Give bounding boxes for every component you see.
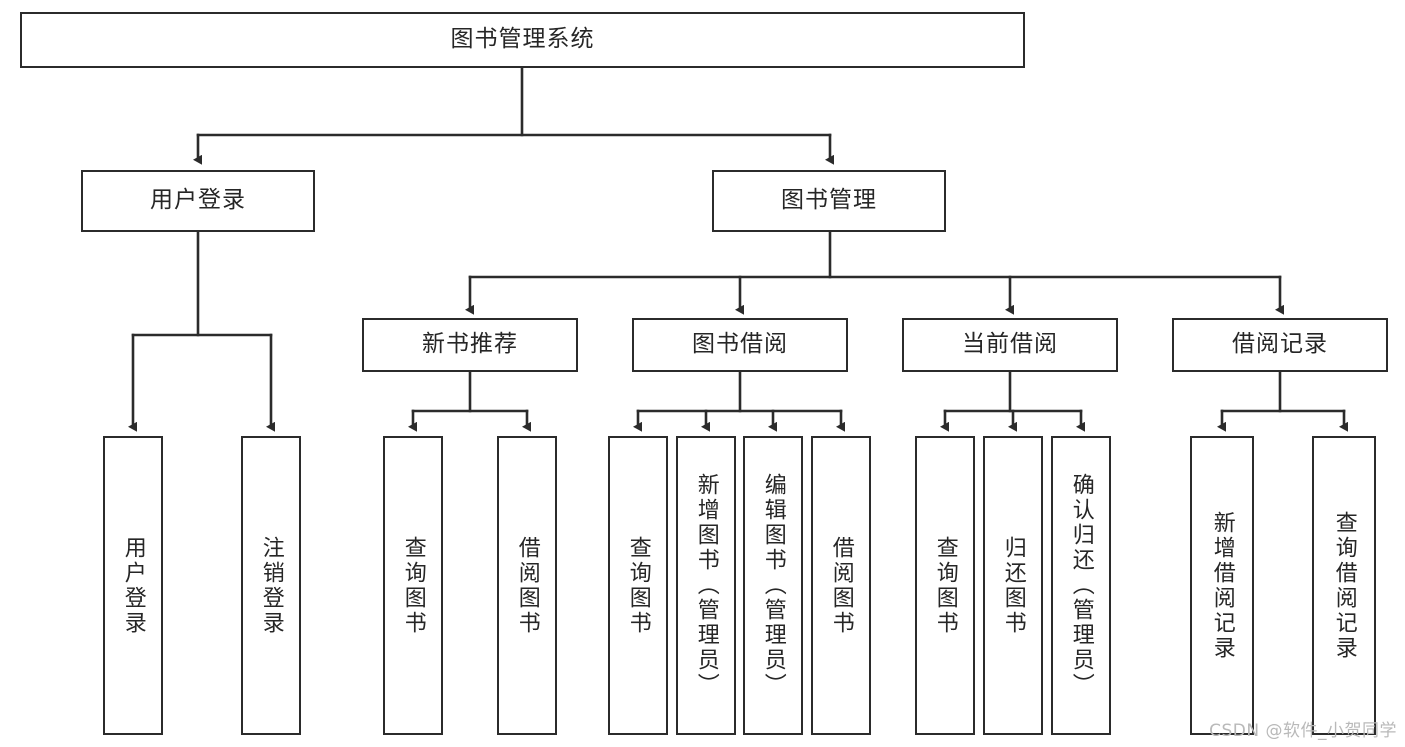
node-label: 归还图书 (1000, 535, 1026, 636)
node-label: 新增借阅记录 (1209, 510, 1235, 661)
node-label: 查询图书 (625, 535, 651, 636)
node-root-system[interactable]: 图书管理系统 (20, 12, 1025, 68)
leaf-confirm-return-admin[interactable]: 确认归还（管理员） (1051, 436, 1111, 735)
leaf-query-borrow-record[interactable]: 查询借阅记录 (1312, 436, 1376, 735)
leaf-query-book-current[interactable]: 查询图书 (915, 436, 975, 735)
node-borrow-record[interactable]: 借阅记录 (1172, 318, 1388, 372)
node-label: 查询图书 (932, 535, 958, 636)
node-new-book-recommend[interactable]: 新书推荐 (362, 318, 578, 372)
node-current-borrow[interactable]: 当前借阅 (902, 318, 1118, 372)
node-label: 借阅图书 (514, 535, 540, 636)
node-label: 新书推荐 (422, 331, 518, 358)
node-book-borrow[interactable]: 图书借阅 (632, 318, 848, 372)
node-label: 当前借阅 (962, 331, 1058, 358)
node-label: 新增图书（管理员） (693, 473, 719, 698)
node-label: 借阅记录 (1232, 331, 1328, 358)
leaf-return-book[interactable]: 归还图书 (983, 436, 1043, 735)
node-label: 图书管理系统 (450, 26, 595, 53)
node-label: 图书管理 (781, 187, 877, 214)
node-label: 查询图书 (400, 535, 426, 636)
leaf-borrow-book[interactable]: 借阅图书 (811, 436, 871, 735)
leaf-add-borrow-record[interactable]: 新增借阅记录 (1190, 436, 1254, 735)
leaf-borrow-book-recommend[interactable]: 借阅图书 (497, 436, 557, 735)
leaf-query-book-borrow[interactable]: 查询图书 (608, 436, 668, 735)
leaf-edit-book-admin[interactable]: 编辑图书（管理员） (743, 436, 803, 735)
node-label: 编辑图书（管理员） (760, 473, 786, 698)
leaf-add-book-admin[interactable]: 新增图书（管理员） (676, 436, 736, 735)
node-label: 用户登录 (150, 187, 246, 214)
leaf-query-book-recommend[interactable]: 查询图书 (383, 436, 443, 735)
node-label: 注销登录 (258, 535, 284, 636)
leaf-logout[interactable]: 注销登录 (241, 436, 301, 735)
node-label: 查询借阅记录 (1331, 510, 1357, 661)
node-label: 借阅图书 (828, 535, 854, 636)
leaf-user-login[interactable]: 用户登录 (103, 436, 163, 735)
node-label: 图书借阅 (692, 331, 788, 358)
node-label: 确认归还（管理员） (1068, 473, 1094, 698)
node-user-login[interactable]: 用户登录 (81, 170, 315, 232)
csdn-watermark: CSDN @软件_小贺同学 (1209, 721, 1397, 741)
node-label: 用户登录 (120, 535, 146, 636)
node-book-manage[interactable]: 图书管理 (712, 170, 946, 232)
